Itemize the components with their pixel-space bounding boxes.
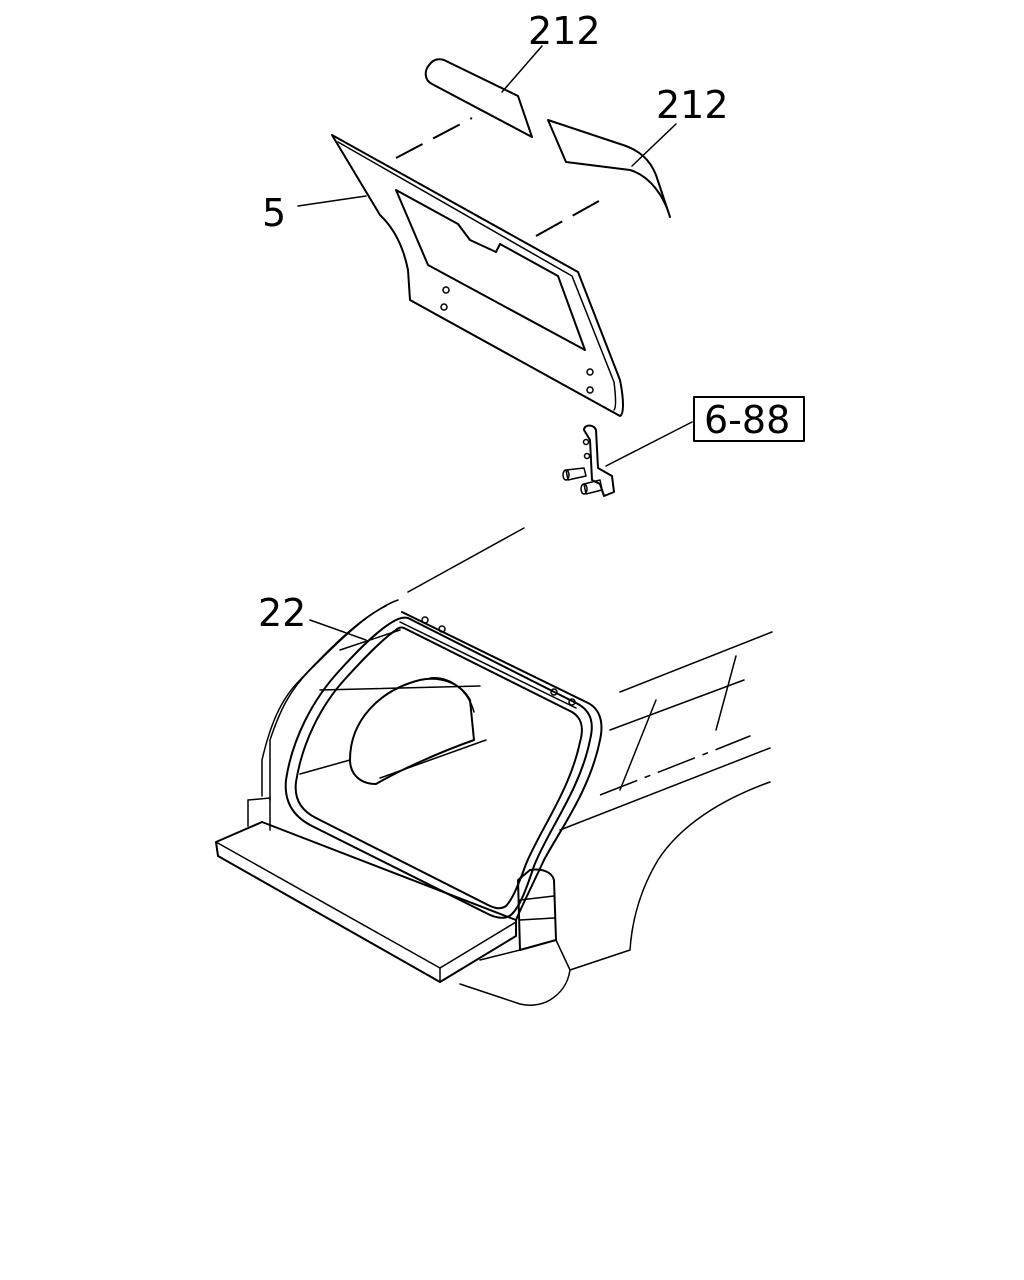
trim-panel-5 bbox=[331, 134, 624, 417]
reference-box-6-88[interactable]: 6-88 bbox=[693, 396, 805, 442]
weatherstrip-212-right bbox=[547, 119, 671, 218]
leader-line bbox=[631, 123, 677, 167]
projection-line bbox=[395, 117, 473, 159]
projection-line bbox=[535, 195, 609, 237]
weatherstrip-212-top bbox=[424, 58, 533, 138]
leader-line bbox=[297, 195, 367, 207]
leader-line bbox=[501, 45, 543, 93]
callout-5: 5 bbox=[262, 191, 286, 235]
leader-line bbox=[605, 421, 693, 467]
callout-212-right: 212 bbox=[656, 83, 729, 127]
callout-22: 22 bbox=[258, 591, 306, 635]
vehicle-rear-body bbox=[215, 527, 773, 1006]
hinge-bracket bbox=[562, 424, 615, 497]
reference-label: 6-88 bbox=[704, 398, 790, 442]
weatherstrip-22 bbox=[284, 616, 593, 919]
leader-line bbox=[309, 619, 367, 641]
callout-212-top: 212 bbox=[528, 9, 601, 53]
